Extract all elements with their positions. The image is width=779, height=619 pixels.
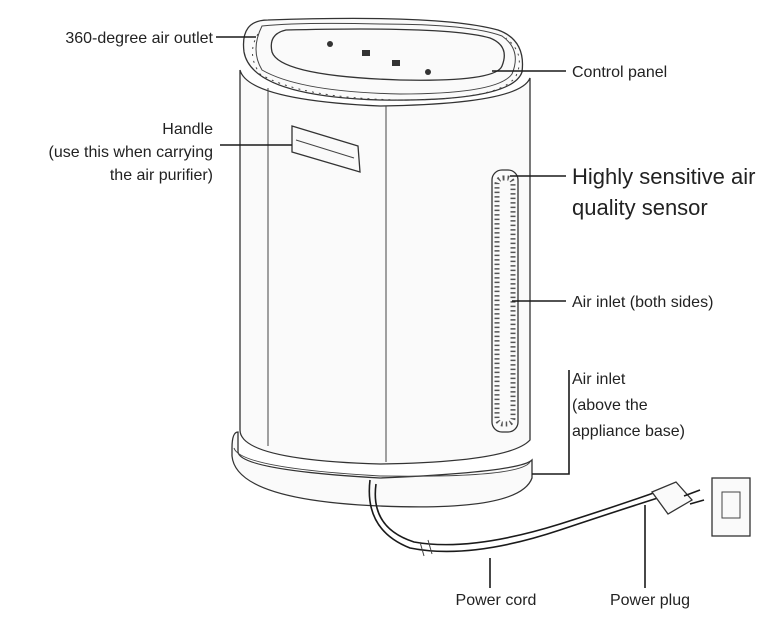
label-handle-2: (use this when carrying bbox=[48, 144, 213, 161]
label-handle-3: the air purifier) bbox=[110, 167, 213, 184]
label-sensor-2: quality sensor bbox=[572, 195, 708, 220]
power-button-icon bbox=[327, 41, 333, 47]
leader-lines bbox=[216, 36, 646, 588]
label-inlet-base-2: (above the bbox=[572, 397, 648, 414]
plug-pin-2 bbox=[689, 499, 705, 505]
outlet-grille bbox=[255, 22, 516, 95]
label-sensor-1: Highly sensitive air bbox=[572, 164, 755, 189]
label-power-cord: Power cord bbox=[456, 592, 537, 609]
labels: 360-degree air outlet Control panel Hand… bbox=[48, 30, 755, 609]
cord-break-mark bbox=[419, 539, 433, 557]
power-cord-line bbox=[368, 479, 665, 553]
speed-button-icon bbox=[425, 69, 431, 75]
purifier-body bbox=[239, 69, 531, 465]
air-purifier-illustration bbox=[231, 17, 533, 508]
label-power-plug: Power plug bbox=[610, 592, 690, 609]
label-inlet-sides: Air inlet (both sides) bbox=[572, 294, 713, 311]
label-handle-1: Handle bbox=[162, 121, 213, 138]
label-inlet-base-1: Air inlet bbox=[572, 371, 626, 388]
appliance-base bbox=[231, 431, 533, 508]
leader-inlet-base bbox=[532, 370, 570, 475]
plug-pin-1 bbox=[683, 489, 701, 497]
timer-button-icon bbox=[392, 60, 400, 66]
label-inlet-base-3: appliance base) bbox=[572, 423, 685, 440]
label-control-panel: Control panel bbox=[572, 64, 667, 81]
power-assembly bbox=[368, 477, 751, 557]
label-outlet: 360-degree air outlet bbox=[65, 30, 213, 47]
wall-socket bbox=[711, 477, 751, 537]
power-plug-body bbox=[650, 481, 694, 515]
power-cord-line-2 bbox=[374, 483, 663, 546]
mode-button-icon bbox=[362, 50, 370, 56]
base-edge bbox=[233, 447, 531, 477]
handle-grip bbox=[295, 139, 355, 159]
socket-face-icon bbox=[721, 491, 741, 519]
